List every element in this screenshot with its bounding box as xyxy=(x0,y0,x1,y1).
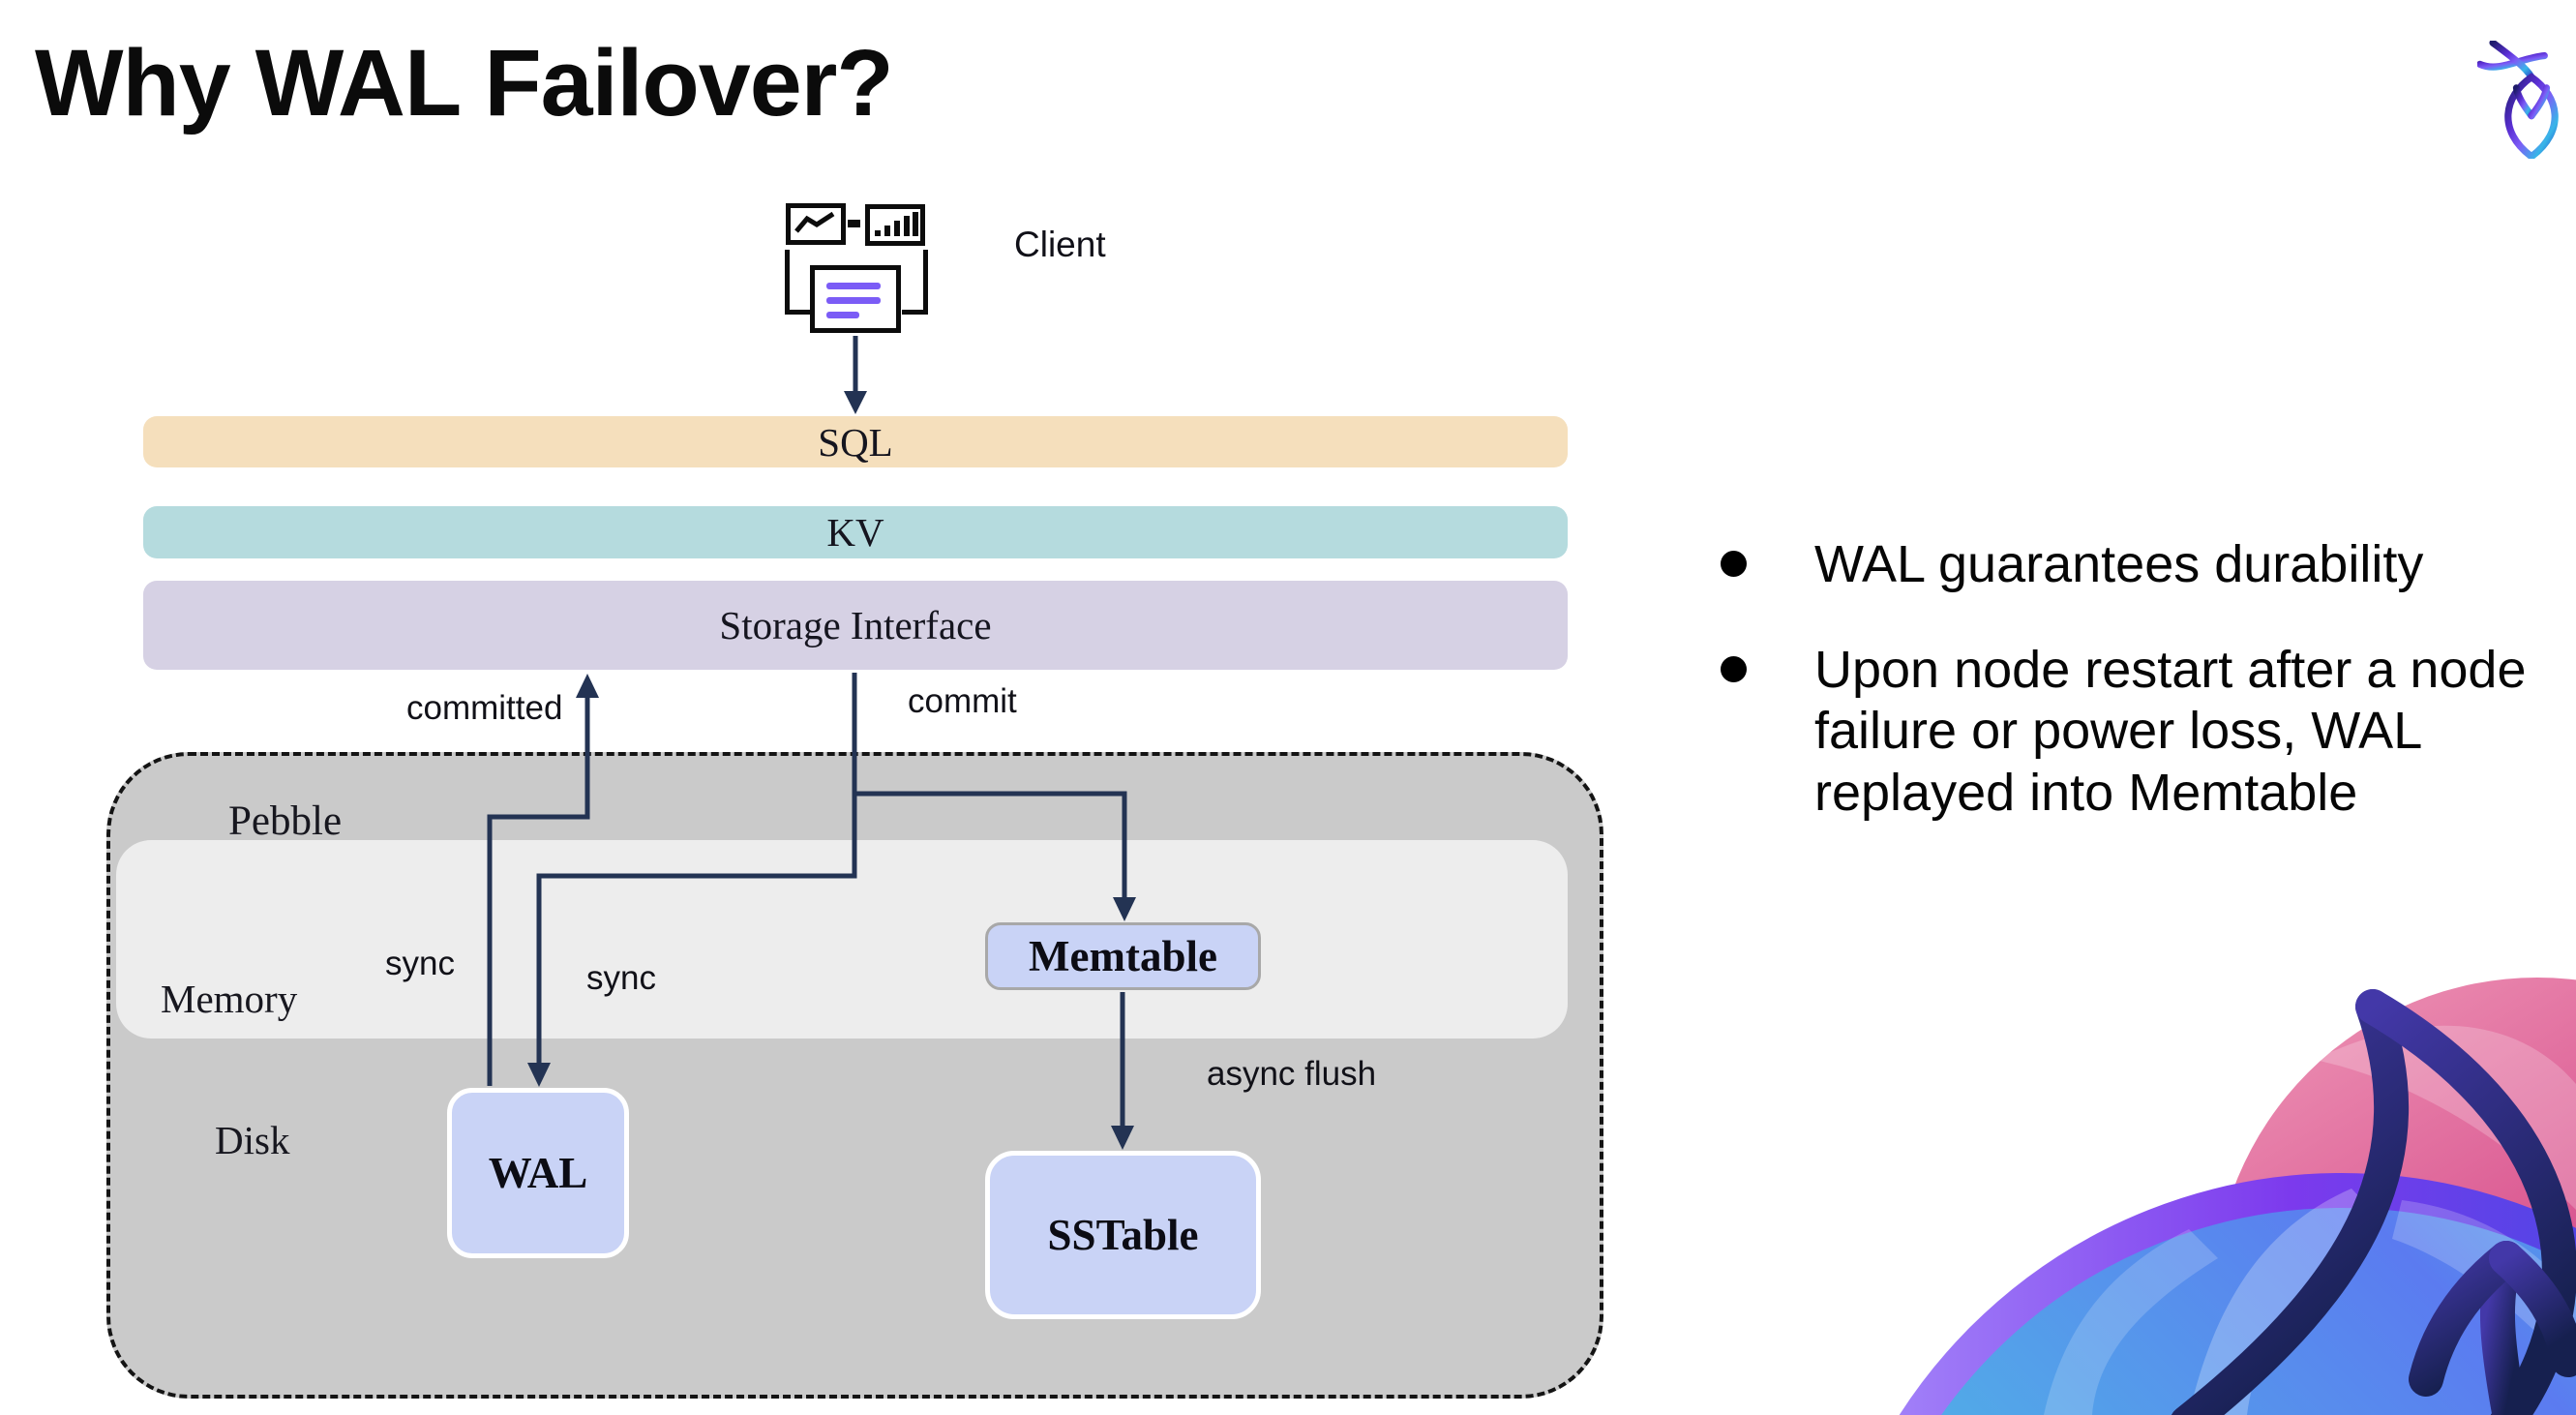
decorative-graphic xyxy=(1899,978,2576,1415)
memory-label: Memory xyxy=(161,977,298,1021)
page-title: Why WAL Failover? xyxy=(35,30,894,135)
client-label: Client xyxy=(1014,225,1106,264)
list-item: WAL guarantees durability xyxy=(1721,534,2572,595)
node-sstable: SSTable xyxy=(985,1151,1261,1319)
document-icon xyxy=(810,265,901,333)
arrowhead-committed xyxy=(576,674,599,698)
line-chart-icon xyxy=(786,203,846,245)
layer-label-sql: SQL xyxy=(818,419,893,465)
cockroachdb-logo-icon xyxy=(2477,41,2559,159)
bullet-icon xyxy=(1721,551,1747,577)
layer-label-kv: KV xyxy=(826,510,884,555)
memory-band xyxy=(116,840,1568,1039)
edge-label-commit: commit xyxy=(908,682,1017,720)
edge-label-async-flush: async flush xyxy=(1207,1055,1377,1093)
layer-label-storage-interface: Storage Interface xyxy=(719,603,992,647)
bullet-list: WAL guarantees durability Upon node rest… xyxy=(1721,534,2572,868)
node-wal: WAL xyxy=(447,1088,629,1258)
layer-bar-kv: KV xyxy=(143,506,1568,558)
bullet-icon xyxy=(1721,656,1747,683)
edge-label-committed: committed xyxy=(406,689,563,727)
arrowhead-memtable xyxy=(1113,897,1136,921)
edge-label-sync-right: sync xyxy=(586,959,656,997)
bullet-text: WAL guarantees durability xyxy=(1814,535,2424,593)
arrow-committed xyxy=(487,689,590,1086)
list-item: Upon node restart after a node failure o… xyxy=(1721,640,2572,824)
bracket-right xyxy=(902,250,928,315)
bullet-text: Upon node restart after a node failure o… xyxy=(1814,641,2527,822)
arrowhead-sql xyxy=(844,391,867,414)
arrow-commit-sync-wal xyxy=(536,673,857,1072)
arrow-commit-to-memtable xyxy=(854,791,1127,907)
arrowhead-sstable xyxy=(1111,1126,1134,1150)
pebble-label: Pebble xyxy=(228,798,343,844)
bracket-left xyxy=(785,250,811,315)
layer-bar-sql: SQL xyxy=(143,416,1568,467)
arrowhead-sync-wal xyxy=(527,1063,551,1087)
bar-chart-icon xyxy=(865,204,925,246)
dash-connector xyxy=(848,220,860,227)
node-memtable-label: Memtable xyxy=(1029,932,1217,980)
node-wal-label: WAL xyxy=(488,1149,588,1197)
layer-bar-storage-interface: Storage Interface xyxy=(143,581,1568,670)
node-memtable: Memtable xyxy=(985,922,1261,990)
node-sstable-label: SSTable xyxy=(1047,1211,1199,1259)
disk-label: Disk xyxy=(215,1118,290,1162)
client-icon xyxy=(779,198,934,339)
edge-label-sync-left: sync xyxy=(385,945,455,982)
